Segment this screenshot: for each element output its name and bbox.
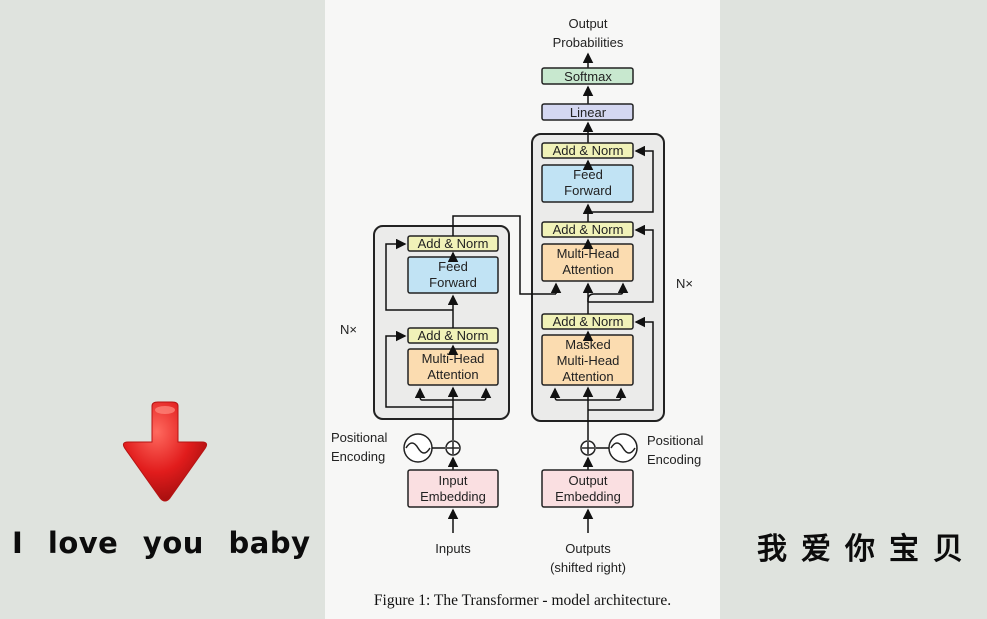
linear-label: Linear <box>570 105 607 120</box>
i-love-you-baby-text: I love you baby <box>12 526 311 560</box>
decoder-add-norm-top <box>541 142 634 159</box>
input-embedding-box <box>407 469 499 508</box>
decoder-add-norm-top-label: Add & Norm <box>553 143 624 158</box>
encoder-attention-label: Multi-Head <box>422 351 485 366</box>
encoder-feed-forward-label: Feed <box>438 259 468 274</box>
encoder-feed-forward-label: Forward <box>429 275 477 290</box>
nx-right-label: N× <box>676 276 693 291</box>
encoder-add-norm-top-label: Add & Norm <box>418 236 489 251</box>
decoder-masked-label: Attention <box>562 369 613 384</box>
decoder-feed-forward-label: Feed <box>573 167 603 182</box>
encoder-attention-label: Attention <box>427 367 478 382</box>
decoder-add-norm-middle-label: Add & Norm <box>553 222 624 237</box>
input-embedding-label: Embedding <box>420 489 486 504</box>
encoder-block <box>373 225 510 420</box>
softmax-box <box>541 67 634 85</box>
encoder-positional-label: Encoding <box>331 449 385 464</box>
output-probabilities-label: Probabilities <box>553 35 624 50</box>
decoder-positional-label: Encoding <box>647 452 701 467</box>
inputs-label: Inputs <box>435 541 471 556</box>
decoder-attention-label: Multi-Head <box>557 246 620 261</box>
red-down-arrow-icon <box>122 401 208 502</box>
outputs-label: (shifted right) <box>550 560 626 575</box>
chinese-love-text: 我爱你宝贝 <box>757 532 977 567</box>
decoder-masked-label: Multi-Head <box>557 353 620 368</box>
encoder-add-norm-bottom-label: Add & Norm <box>418 328 489 343</box>
decoder-feed-forward-label: Forward <box>564 183 612 198</box>
decoder-positional-label: Positional <box>647 433 703 448</box>
linear-box <box>541 103 634 121</box>
decoder-attention-label: Attention <box>562 262 613 277</box>
output-probabilities-label: Output <box>568 16 607 31</box>
decoder-masked-label: Masked <box>565 337 611 352</box>
nx-left-label: N× <box>340 322 357 337</box>
input-embedding-label: Input <box>439 473 468 488</box>
output-embedding-label: Embedding <box>555 489 621 504</box>
softmax-label: Softmax <box>564 69 612 84</box>
encoder-positional-label: Positional <box>331 430 387 445</box>
figure-caption: Figure 1: The Transformer - model archit… <box>373 592 672 609</box>
output-embedding-label: Output <box>568 473 607 488</box>
outputs-label: Outputs <box>565 541 611 556</box>
output-embedding-box <box>541 469 634 508</box>
decoder-add-norm-bottom-label: Add & Norm <box>553 314 624 329</box>
